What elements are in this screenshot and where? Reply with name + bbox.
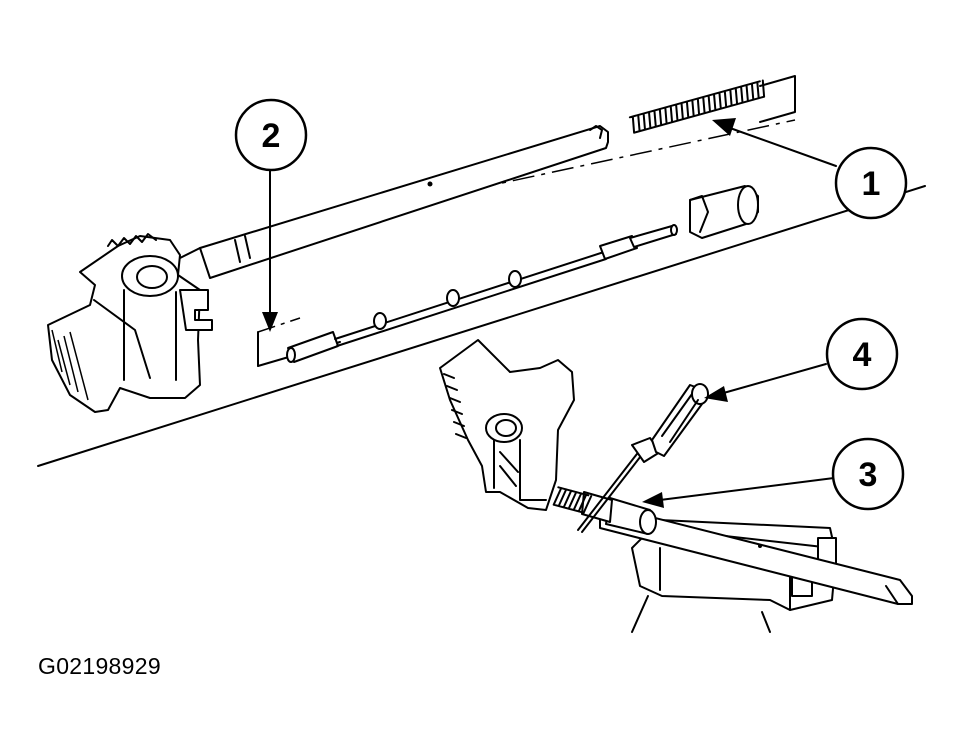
- lower-housing: [439, 339, 575, 511]
- svg-text:1: 1: [862, 165, 881, 203]
- spring-part-1: [628, 79, 766, 134]
- leader-lines: [262, 118, 837, 508]
- spring-part-3: [552, 486, 593, 514]
- upper-shaft: [199, 125, 609, 279]
- svg-text:3: 3: [859, 456, 878, 494]
- svg-text:2: 2: [262, 117, 281, 155]
- svg-text:4: 4: [853, 336, 872, 374]
- callout-4: 4: [825, 317, 899, 391]
- callout-2: 2: [234, 98, 308, 172]
- column-housing: [47, 233, 213, 413]
- shift-cable-assembly: [286, 185, 759, 363]
- callout-3: 3: [831, 437, 905, 511]
- callout-1: 1: [834, 146, 908, 220]
- screwdriver: [577, 383, 709, 533]
- figure-id-label: G02198929: [38, 653, 161, 679]
